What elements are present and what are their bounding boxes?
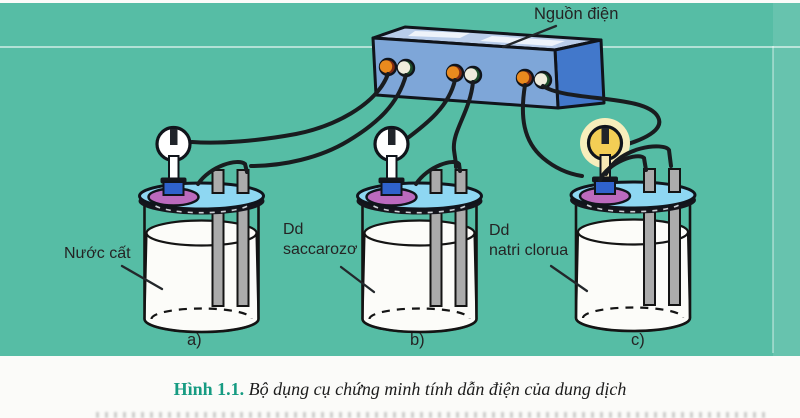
beaker-a-distilled-water [136, 117, 267, 334]
cropped-next-line-artifact [96, 412, 770, 418]
power-box-highlight-left [408, 31, 470, 38]
label-beaker-c-line2: natri clorua [489, 242, 569, 259]
label-beaker-c-line1: Dd [489, 222, 510, 239]
label-beaker-b: Dd saccarozơ [283, 220, 358, 260]
beaker-b-sucrose-solution [354, 117, 485, 334]
hook-wire-b [414, 160, 462, 186]
wire-a-to-electrode [249, 73, 408, 168]
power-box-highlight-right [480, 36, 565, 46]
scan-light-band [773, 3, 800, 356]
hook-wire-c-right [604, 144, 673, 176]
figure-caption: Hình 1.1. Bộ dụng cụ chứng minh tính dẫn… [0, 379, 800, 400]
sublabel-b: b) [410, 331, 425, 349]
wire-c-to-socket [520, 83, 584, 178]
wire-a-to-bulb [190, 72, 390, 145]
terminal-orange-2-face [446, 66, 460, 79]
terminal-white-1-face [397, 61, 411, 74]
caption-number: Hình 1.1. [173, 379, 245, 399]
terminal-white-2-face [464, 68, 478, 81]
pointer-power-supply [501, 24, 558, 49]
label-pointer-lines [120, 24, 589, 294]
pointer-beaker-b [339, 265, 376, 294]
power-box-terminals [378, 57, 553, 90]
label-beaker-b-line1: Dd [283, 221, 304, 238]
terminal-white-3-face [534, 73, 548, 86]
lid-hook-wires [196, 144, 673, 186]
label-beaker-b-line2: saccarozơ [283, 241, 358, 258]
wire-c-to-bulb [541, 84, 662, 148]
terminal-orange-3-face [516, 71, 530, 84]
sublabel-c: c) [631, 331, 645, 349]
label-beaker-a: Nước cất [64, 245, 131, 262]
scan-artifact-vertical-line [772, 46, 774, 353]
label-power-supply: Nguồn điện [534, 5, 619, 23]
sublabel-a: a) [187, 331, 202, 349]
hook-wire-c-left [598, 154, 648, 182]
terminal-orange-1-face [379, 60, 393, 73]
label-beaker-c: Dd natri clorua [489, 221, 568, 261]
caption-text: Bộ dụng cụ chứng minh tính dẫn điện của … [248, 379, 627, 399]
hook-wire-a [196, 160, 249, 186]
pointer-beaker-a [120, 264, 164, 291]
pointer-beaker-c [549, 264, 589, 293]
